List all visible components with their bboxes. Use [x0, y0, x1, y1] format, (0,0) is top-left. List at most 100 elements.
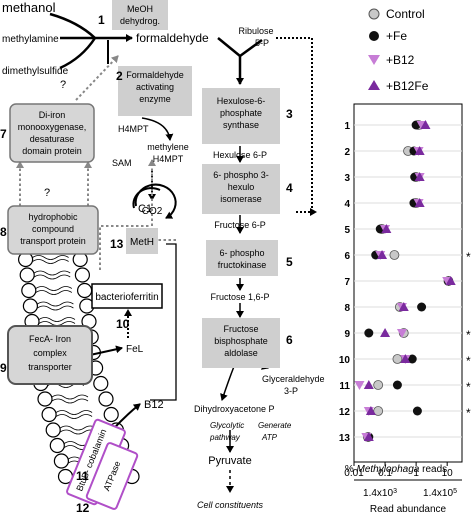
legend-marker-b12fe [368, 80, 380, 90]
x-axis-label: % Methylophaga reads [345, 464, 447, 475]
sam-label: SAM [112, 158, 132, 168]
secondary-tick-2-exp: 5 [453, 488, 457, 495]
fructose6p-label: Fructose 6-P [214, 220, 266, 230]
step-7: 7 [0, 127, 7, 141]
legend-label-b12: +B12 [386, 53, 415, 67]
legend-marker-b12 [368, 55, 380, 65]
question-mark-top: ? [60, 79, 66, 91]
membrane-lipid-head [49, 437, 65, 454]
x-tick-label: 10 [442, 468, 454, 479]
x-axis-label-prefix: % [345, 464, 357, 475]
chart-legend: Control +Fe +B12 +B12Fe [368, 7, 429, 93]
step-4: 4 [286, 181, 293, 195]
data-point-b12fe [414, 198, 425, 207]
pyruvate-label: Pyruvate [208, 455, 251, 467]
step-9: 9 [0, 361, 7, 375]
step-2: 2 [116, 69, 123, 83]
question-mark-bottom: ? [44, 187, 50, 199]
legend-marker-control [368, 8, 380, 20]
data-point-fe [407, 354, 417, 364]
regulatory-arrows [16, 55, 176, 270]
row-label: 3 [344, 173, 350, 184]
fructose16p-label: Fructose 1,6-P [210, 292, 269, 302]
glycolytic-label-1: Glycolytic [210, 421, 244, 430]
fba-label-2: bisphosphate [214, 336, 268, 346]
fba-label-3: aldolase [224, 348, 258, 358]
step-6: 6 [286, 333, 293, 347]
fae-label-2: activating [136, 82, 174, 92]
step-12: 12 [76, 501, 90, 515]
co2-label: CO2 [142, 206, 163, 217]
step-10: 10 [116, 317, 130, 331]
generate-label-2: ATP [261, 433, 278, 442]
data-point-b12fe [414, 146, 425, 155]
phi-label-1: 6- phospho 3- [213, 170, 269, 180]
data-point-b12fe [381, 224, 392, 233]
row-label: 5 [344, 225, 350, 236]
diiron-label-3: desaturase [30, 134, 75, 144]
phi-label-3: isomerase [220, 194, 262, 204]
row-label: 10 [339, 355, 351, 366]
hps-label-1: Hexulose-6- [217, 96, 266, 106]
chart-link-arrows [276, 37, 317, 216]
feca-label-1: FecA- Iron [29, 334, 71, 344]
bacterioferritin-label: bacterioferritin [95, 292, 158, 303]
data-point-control [392, 354, 403, 364]
h4mpt-label: H4MPT [118, 124, 149, 134]
row-label: 4 [344, 199, 350, 210]
step-11: 11 [76, 469, 89, 483]
membrane-lipid-tail [51, 394, 89, 404]
step-8: 8 [0, 225, 7, 239]
meoh-box-label-1: MeOH [127, 4, 153, 14]
step-1: 1 [98, 13, 105, 27]
membrane-lipid-head [93, 375, 109, 392]
legend-label-fe: +Fe [386, 29, 407, 43]
x-axis-label-taxon: Methylophaga [357, 464, 420, 475]
feca-label-3: transporter [28, 362, 72, 372]
membrane-lipid-tail [35, 286, 73, 295]
secondary-tick-1-exp: 3 [393, 488, 397, 495]
meoh-box-label-2: dehydrog. [120, 16, 160, 26]
row-label: 7 [344, 277, 350, 288]
row-label: 11 [339, 381, 350, 392]
significance-marker: * [466, 380, 471, 394]
diagram-labels: methanol MeOH dehydrog. methylamine dime… [2, 0, 325, 510]
meth-label: MetH [130, 237, 154, 248]
fba-label-1: Fructose [223, 324, 258, 334]
membrane-lipid-head [21, 282, 37, 299]
data-point-b12fe [445, 276, 456, 285]
membrane-lipid-tail [59, 425, 97, 435]
phi-label-2: hexulo [228, 182, 255, 192]
glyceraldehyde-label-2: 3-P [284, 386, 298, 396]
b12-label: B12 [144, 399, 164, 411]
data-point-control [389, 250, 400, 260]
data-point-b12 [354, 381, 365, 390]
atpase: ATPase [85, 442, 139, 510]
dimethylsulfide-label: dimethylsulfide [2, 66, 69, 77]
formaldehyde-label: formaldehyde [136, 31, 209, 45]
data-point-b12fe [363, 380, 374, 389]
data-point-b12fe [400, 354, 411, 363]
membrane-lipid-head [19, 267, 35, 283]
data-point-b12fe [377, 250, 388, 259]
membrane-lipid-head [76, 282, 93, 299]
membrane-lipid-head [103, 406, 119, 423]
pfk-label-1: 6- phospho [219, 248, 264, 258]
significance-marker: * [466, 354, 471, 368]
hydrophobic-label-2: compound [32, 224, 74, 234]
legend-label-control: Control [386, 7, 425, 21]
data-point-b12 [396, 329, 407, 338]
membrane-lipid-tail [32, 255, 69, 264]
diiron-label-2: monooxygenase, [18, 122, 87, 132]
membrane-lipid-head [45, 422, 61, 438]
row-label: 8 [344, 303, 350, 314]
row-label: 12 [339, 407, 351, 418]
enzyme-boxes [7, 0, 280, 385]
row-label: 6 [344, 251, 350, 262]
membrane-lipid-head [22, 298, 38, 314]
diiron-label-4: domain protein [22, 146, 82, 156]
secondary-tick-2-base: 1.4x10 [423, 488, 453, 499]
methanol-label: methanol [2, 0, 56, 15]
